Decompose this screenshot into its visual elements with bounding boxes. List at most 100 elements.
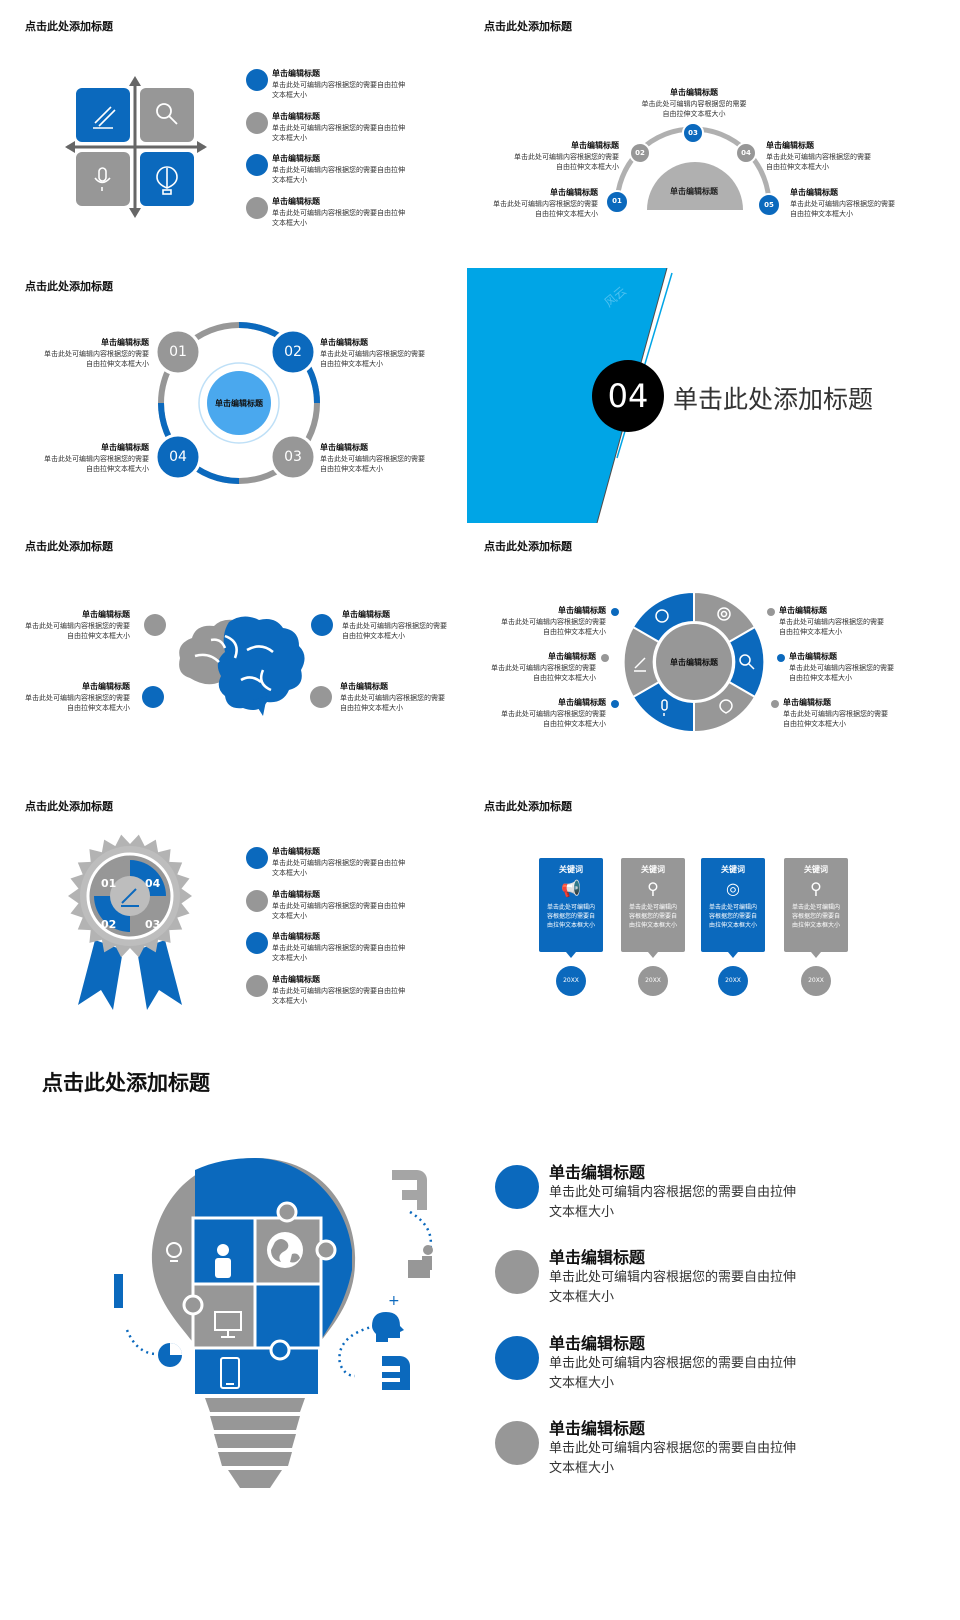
list-item: 单击编辑标题单击此处可编辑内容根据您的需要自由拉伸文本框大小 — [272, 69, 405, 99]
step-number: 05 — [764, 201, 774, 209]
bullet-dot — [246, 69, 268, 91]
tile-search — [140, 88, 194, 142]
slide-title: 点击此处添加标题 — [484, 20, 572, 33]
bullet-dot — [601, 654, 609, 662]
slide-title: 点击此处添加标题 — [25, 280, 113, 293]
step-number: 02 — [284, 344, 302, 360]
tile-mic — [76, 152, 130, 206]
card-pointer — [811, 952, 821, 958]
bullet-dot — [246, 975, 268, 997]
center-label: 单击编辑标题 — [670, 658, 718, 667]
pencil-icon — [121, 888, 139, 907]
center-circle — [207, 371, 271, 435]
slide-5: 点击此处添加标题 单击编辑标题单击此处可编辑内容根据您的需要自由拉伸文本框大小 … — [15, 530, 455, 770]
list-item: 单击编辑标题单击此处可编辑内容根据您的需要自由拉伸文本框大小 — [549, 1163, 797, 1220]
list-item: 单击编辑标题单击此处可编辑内容根据您的需要自由拉伸文本框大小 — [493, 188, 598, 218]
slide-title: 点击此处添加标题 — [25, 800, 113, 813]
globe-icon — [267, 1232, 303, 1268]
bullet-dot — [246, 847, 268, 869]
slide-1: 点击此处添加标题 单击编辑标题单击此处可编辑内容根据您的需要自由拉伸文本框大小 … — [15, 10, 455, 250]
bullet-dot — [611, 608, 619, 616]
slide-4-section: 风云 04 单击此处添加标题 — [467, 268, 915, 523]
slide-title: 点击此处添加标题 — [25, 20, 113, 33]
list-item: 单击编辑标题单击此处可编辑内容根据您的需要自由拉伸文本框大小 — [549, 1334, 797, 1391]
lightbulb-small-icon — [166, 1242, 182, 1262]
list-item: 单击编辑标题单击此处可编辑内容根据您的需要自由拉伸文本框大小 — [320, 443, 425, 473]
slide-title: 点击此处添加标题 — [484, 540, 572, 553]
year-badge: 20XX — [556, 966, 586, 996]
segment-ring — [622, 590, 766, 734]
target-icon — [655, 609, 669, 623]
list-item: 单击编辑标题单击此处可编辑内容根据您的需要自由拉伸文本框大小 — [272, 112, 405, 142]
slide-7: 点击此处添加标题 01 04 02 03 单击编辑标题单击此处可编辑内容根据您的… — [15, 790, 455, 1030]
step-number: 01 — [169, 344, 187, 360]
step-number: 03 — [145, 918, 161, 931]
bullet-dot — [246, 932, 268, 954]
monitor-icon — [214, 1311, 242, 1338]
center-label: 单击编辑标题 — [215, 399, 263, 408]
bullet-dot — [246, 154, 268, 176]
list-item: 单击编辑标题单击此处可编辑内容根据您的需要自由拉伸文本框大小 — [766, 141, 871, 171]
keyword-text: 单击此处可编辑内容根据您的需要自由拉伸文本框大小 — [708, 904, 757, 929]
award-badge — [68, 834, 192, 1010]
list-item: 单击编辑标题单击此处可编辑内容根据您的需要自由拉伸文本框大小 — [320, 338, 425, 368]
step-number: 03 — [688, 129, 698, 137]
step-number: 02 — [101, 918, 117, 931]
slide-3: 点击此处添加标题 01 02 04 03 单击编辑标题 单击编辑标题单击此处可编… — [15, 270, 455, 520]
head-icon: + — [372, 1293, 404, 1342]
list-item: 单击编辑标题单击此处可编辑内容根据您的需要自由拉伸文本框大小 — [272, 975, 405, 1005]
year-badge: 20XX — [718, 966, 748, 996]
balloon-icon — [156, 166, 178, 195]
bullet-dot — [611, 700, 619, 708]
keyword-text: 单击此处可编辑内容根据您的需要自由拉伸文本框大小 — [628, 904, 677, 929]
pie-icon — [158, 1343, 182, 1367]
card-pointer — [728, 952, 738, 958]
year-badge: 20XX — [801, 966, 831, 996]
keyword-card: 关键词 ⚲ 单击此处可编辑内容根据您的需要自由拉伸文本框大小 — [621, 858, 685, 952]
svg-text:+: + — [388, 1293, 400, 1309]
list-item: 单击编辑标题单击此处可编辑内容根据您的需要自由拉伸文本框大小 — [783, 698, 888, 728]
keyword-label: 关键词 — [721, 865, 745, 874]
microphone-icon — [94, 167, 111, 191]
card-pointer — [566, 952, 576, 958]
pencil-icon — [93, 106, 116, 129]
arc-diagram — [605, 122, 781, 217]
bullet-dot — [771, 700, 779, 708]
brain-icon — [179, 616, 305, 716]
keyword-label: 关键词 — [641, 865, 665, 874]
keyword-text: 单击此处可编辑内容根据您的需要自由拉伸文本框大小 — [546, 904, 595, 929]
list-item: 单击编辑标题单击此处可编辑内容根据您的需要自由拉伸文本框大小 — [789, 652, 894, 682]
step-number: 01 — [612, 197, 622, 205]
list-item: 单击编辑标题单击此处可编辑内容根据您的需要自由拉伸文本框大小 — [342, 610, 447, 640]
center-semicircle — [647, 162, 743, 210]
bullet-dot — [144, 614, 166, 636]
page-title: 点击此处添加标题 — [42, 1071, 210, 1095]
list-item: 单击编辑标题单击此处可编辑内容根据您的需要自由拉伸文本框大小 — [549, 1419, 797, 1476]
bullet-dot — [495, 1165, 539, 1209]
list-item: 单击编辑标题单击此处可编辑内容根据您的需要自由拉伸文本框大小 — [272, 890, 405, 920]
list-item: 单击编辑标题单击此处可编辑内容根据您的需要自由拉伸文本框大小 — [25, 682, 130, 712]
list-item: 单击编辑标题单击此处可编辑内容根据您的需要自由拉伸文本框大小 — [25, 610, 130, 640]
bullet-dot — [246, 890, 268, 912]
keyword-card: 关键词⚲单击此处可编辑内容根据您的需要自由拉伸文本框大小 — [784, 858, 848, 952]
bullet-dot — [767, 608, 775, 616]
keyword-text: 单击此处可编辑内容根据您的需要自由拉伸文本框大小 — [791, 904, 840, 929]
bullet-dot — [246, 197, 268, 219]
blue-bar — [114, 1274, 123, 1308]
step-number: 04 — [169, 449, 187, 465]
phone-icon — [220, 1357, 240, 1389]
step-number: 02 — [635, 149, 645, 157]
list-item: 单击编辑标题单击此处可编辑内容根据您的需要自由拉伸文本框大小 — [514, 141, 619, 171]
cyan-panel — [467, 268, 667, 523]
search-icon: ⚲ — [647, 879, 659, 898]
list-item: 单击编辑标题单击此处可编辑内容根据您的需要自由拉伸文本框大小 — [272, 197, 405, 227]
search-icon: ⚲ — [810, 879, 822, 898]
ring-diagram — [154, 322, 320, 484]
bullet-dot — [310, 686, 332, 708]
keyword-card: 关键词📢单击此处可编辑内容根据您的需要自由拉伸文本框大小 — [539, 858, 603, 952]
section-number: 04 — [592, 360, 664, 432]
list-item: 单击编辑标题单击此处可编辑内容根据您的需要自由拉伸文本框大小 — [491, 652, 596, 682]
step-number: 04 — [741, 149, 751, 157]
list-item: 单击编辑标题单击此处可编辑内容根据您的需要自由拉伸文本框大小 — [501, 606, 606, 636]
bullet-dot — [246, 112, 268, 134]
